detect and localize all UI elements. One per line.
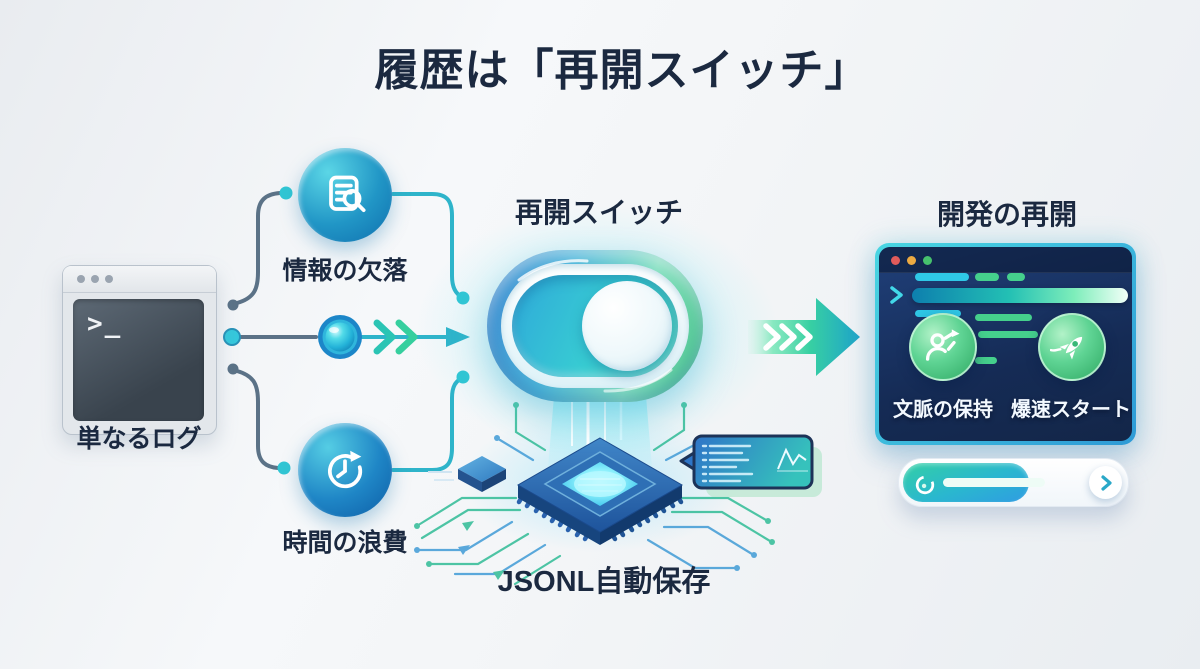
code-bubble	[679, 434, 822, 497]
close-dot-icon	[891, 256, 900, 265]
benefit-circle-speed	[1038, 313, 1106, 381]
chevron-right-icon	[1100, 474, 1112, 491]
connector-dots	[223, 186, 470, 475]
command-bar	[912, 288, 1128, 303]
benefit-circle-context	[909, 313, 977, 381]
result-arrow	[748, 298, 860, 376]
terminal-prompt-icon: >_	[87, 309, 123, 339]
source-label: 単なるログ	[76, 425, 202, 453]
storage-label: JSONL自動保存	[497, 566, 711, 598]
loading-ring-icon	[915, 475, 935, 495]
code-line	[975, 273, 999, 281]
circuit-traces	[414, 402, 775, 586]
document-search-icon	[329, 175, 366, 213]
data-beam	[548, 396, 652, 468]
problem-circle-time-waste	[298, 423, 392, 517]
terminal-titlebar	[63, 266, 216, 293]
benefit-label-speed: 爆速スタート	[1011, 399, 1131, 421]
progress-slider	[898, 458, 1129, 507]
next-step-button[interactable]	[1089, 466, 1122, 499]
code-line	[978, 331, 1038, 338]
result-window-titlebar	[879, 247, 1132, 273]
window-dot-icon	[105, 275, 113, 283]
page-title: 履歴は「再開スイッチ」	[374, 46, 870, 95]
rocket-icon	[1050, 336, 1083, 360]
result-window-body: 文脈の保持 爆速スタート	[879, 247, 1132, 441]
terminal-screen: >_	[73, 299, 204, 421]
code-line	[915, 273, 969, 281]
benefit-label-context: 文脈の保持	[893, 399, 993, 421]
flow-arrowhead	[446, 327, 470, 347]
flow-sphere	[318, 315, 362, 359]
maximize-dot-icon	[923, 256, 932, 265]
problem-label-time-waste: 時間の浪費	[282, 529, 408, 557]
window-dot-icon	[77, 275, 85, 283]
log-terminal-window: >_	[62, 265, 217, 435]
clock-history-icon	[328, 450, 363, 489]
connector-lines-slate	[234, 191, 318, 470]
switch-label: 再開スイッチ	[514, 197, 684, 228]
code-line	[975, 314, 1032, 321]
code-line	[1007, 273, 1025, 281]
problem-label-info-loss: 情報の欠落	[282, 257, 408, 285]
small-chip-cube	[428, 456, 506, 492]
toggle-knob	[582, 281, 672, 371]
problem-circle-info-loss	[298, 148, 392, 242]
resume-toggle-switch[interactable]	[487, 250, 703, 402]
result-title: 開発の再開	[936, 199, 1078, 230]
prompt-chevron-icon	[890, 286, 903, 304]
minimize-dot-icon	[907, 256, 916, 265]
flow-chevrons	[373, 319, 418, 355]
result-window: 文脈の保持 爆速スタート	[875, 243, 1136, 445]
code-line	[975, 357, 997, 364]
cpu-chip	[516, 437, 684, 545]
window-dot-icon	[91, 275, 99, 283]
connector-lines-teal	[360, 192, 464, 472]
progress-track-bar	[943, 478, 1045, 487]
person-arrows-icon	[925, 329, 960, 361]
